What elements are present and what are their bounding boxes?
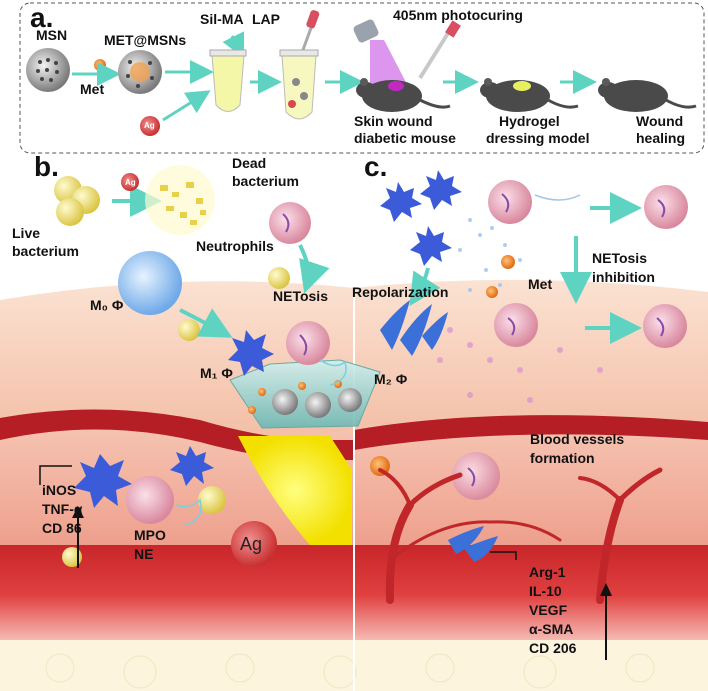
live-bacteria: [54, 176, 100, 226]
skin-wound-label-line2: diabetic mouse: [354, 130, 456, 146]
neutrophil-c-mid: [494, 303, 538, 347]
arrow-m0-to-m1: [179, 308, 233, 338]
met-msns-particle: [118, 50, 162, 94]
netosis-label: NETosis: [273, 288, 328, 304]
tube-lap: [279, 49, 319, 120]
marker-bracket-c: [490, 551, 517, 560]
neutrophils-label: Neutrophils: [196, 238, 274, 254]
marker-asma: α-SMA: [529, 621, 574, 637]
m2-dermis: [448, 526, 498, 562]
met-particle: [94, 59, 106, 71]
m1-macrophage: [228, 330, 274, 376]
up-arrowhead-c: [600, 583, 612, 596]
met-label-c: Met: [528, 276, 553, 292]
pink-dot-scatter: [437, 327, 603, 403]
netosis-inhibition-line2: inhibition: [592, 269, 655, 285]
vessels-label-line2: formation: [530, 450, 595, 466]
neutrophil-netosis: [286, 321, 347, 386]
ne-label: NE: [134, 546, 154, 562]
m1-macrophage-wound: [74, 446, 214, 508]
bacterium: [198, 486, 226, 514]
skin-wound-label-line1: Skin wound: [354, 113, 433, 129]
mouse-hydrogel: [480, 78, 579, 112]
vessels-label-line1: Blood vessels: [530, 431, 625, 447]
arrow-repolarization: [409, 267, 441, 307]
live-bacterium-line2: bacterium: [12, 243, 79, 259]
syringe: [418, 20, 461, 80]
bacterium: [178, 319, 200, 341]
ag-big-label: Ag: [240, 534, 263, 554]
hydrogel-dressing: [229, 359, 381, 429]
netosis-inhibition-line1: NETosis: [592, 250, 647, 266]
neutrophil-top: [269, 202, 311, 244]
ag-small-particle: [121, 173, 139, 191]
wound-label-line2: healing: [636, 130, 686, 146]
dead-bacterium-line1: Dead: [232, 155, 267, 171]
ag-small-label: Ag: [125, 178, 136, 187]
mouse-healed: [598, 78, 697, 112]
met-particle-c: [501, 255, 515, 269]
m1-label: M₁ Φ: [200, 365, 233, 381]
marker-bracket-b: [39, 465, 72, 485]
panel-b-tag: b.: [34, 151, 59, 182]
repolarization-label: Repolarization: [352, 284, 449, 300]
sil-ma-label: Sil-MA: [200, 11, 244, 27]
hydrogel-label-line2: dressing model: [486, 130, 590, 146]
neutrophil-c-midright: [643, 304, 687, 348]
neutrophil-c-topright: [644, 185, 688, 229]
arrow-silma: [222, 31, 245, 59]
up-arrowhead-b: [72, 506, 84, 518]
mpo-label: MPO: [134, 527, 166, 543]
marker-inos: iNOS: [42, 482, 77, 498]
met-label: Met: [80, 81, 105, 97]
dead-bacterium: [145, 165, 215, 235]
bacterium: [268, 267, 290, 289]
marker-il10: IL-10: [529, 583, 562, 599]
neutrophil-c-top: [488, 180, 581, 224]
m2-macrophages: [380, 300, 448, 356]
ag-big-particle: [231, 521, 277, 567]
marker-vegf: VEGF: [529, 602, 568, 618]
neutrophil-wound: [126, 476, 202, 526]
m1-cluster-c: [380, 170, 462, 266]
neutrophil-c-dermis: [452, 452, 500, 500]
msn-particle: [26, 48, 70, 92]
fat-cells: [45, 653, 655, 689]
m0-macrophage: [118, 251, 182, 315]
met-msns-label: MET@MSNs: [104, 32, 187, 48]
wound-label-line1: Wound: [636, 113, 684, 129]
m0-label: M₀ Φ: [90, 297, 124, 313]
infected-area: [238, 436, 352, 545]
met-particle-c: [486, 286, 498, 298]
uv-lamp: [353, 19, 410, 90]
live-bacterium-line1: Live: [12, 225, 41, 241]
photocuring-label: 405nm photocuring: [393, 7, 523, 23]
tube-silma: [209, 49, 247, 112]
panel-c-tag: c.: [364, 151, 388, 182]
ag-particle-label: Ag: [144, 121, 155, 130]
marker-tnf: TNF-α: [42, 501, 83, 517]
msn-label: MSN: [36, 27, 68, 43]
marker-arg1: Arg-1: [529, 564, 566, 580]
arrow-ag-to-tube: [162, 90, 211, 122]
ag-particle: [140, 116, 160, 136]
dead-bacterium-line2: bacterium: [232, 173, 299, 189]
hydrogel-label-line1: Hydrogel: [499, 113, 560, 129]
marker-cd86: CD 86: [42, 520, 82, 536]
blood-vessels: [378, 467, 663, 604]
mouse-skin-wound: [356, 78, 451, 112]
lap-label: LAP: [252, 11, 280, 27]
arrow-neutrophil-netosis: [298, 244, 330, 294]
wound-edge-right: [354, 415, 708, 450]
dot-scatter: [458, 218, 522, 292]
marker-cd206: CD 206: [529, 640, 577, 656]
panel-a-tag: a.: [30, 2, 54, 33]
m2-label: M₂ Φ: [374, 371, 408, 387]
